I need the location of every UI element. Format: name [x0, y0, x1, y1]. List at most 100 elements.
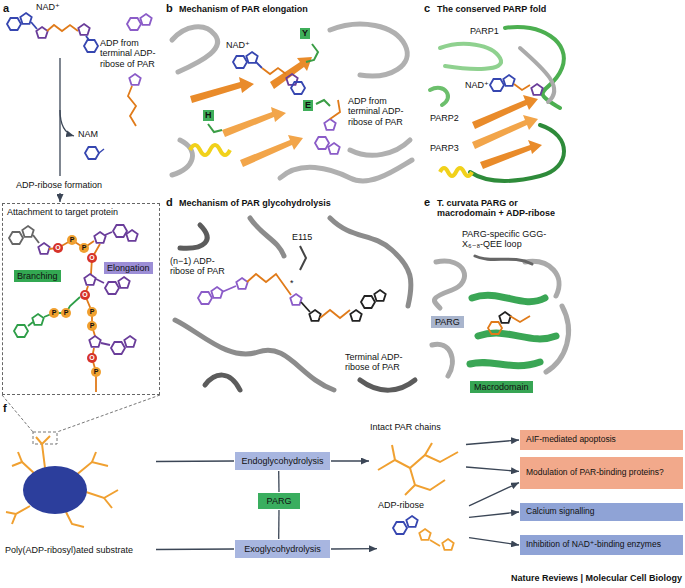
- outcome-box: Modulation of PAR-binding proteins?: [520, 457, 683, 489]
- ribbon: [250, 218, 284, 256]
- product-group: Intact PAR chains: [370, 422, 465, 497]
- ribbon: [520, 48, 554, 102]
- ligand: [488, 312, 530, 334]
- ribbon: [525, 261, 559, 296]
- branch: [378, 452, 458, 470]
- node-text: H: [205, 110, 212, 121]
- zoom-line: [57, 395, 160, 432]
- ring: [246, 52, 257, 63]
- ring: [129, 74, 140, 85]
- ring: [490, 79, 504, 91]
- ribbon: [205, 375, 240, 390]
- ring: [374, 290, 385, 301]
- helix: [440, 168, 472, 176]
- branch: [66, 512, 84, 527]
- ring: [140, 14, 151, 25]
- ribbon: [330, 218, 411, 306]
- annotation: PARP3: [430, 143, 459, 153]
- branch: [92, 452, 96, 462]
- branch: [410, 468, 445, 490]
- ring: [291, 82, 305, 94]
- phosphate-chain: [128, 86, 136, 126]
- ring: [419, 529, 430, 540]
- ribbon: [470, 362, 540, 366]
- ribbon: [175, 320, 334, 390]
- phosphate-chain: [47, 25, 78, 31]
- substrate-ellipse: [23, 466, 87, 514]
- branch: [18, 452, 22, 462]
- ring: [105, 282, 119, 294]
- residue-tag: Y: [300, 28, 310, 39]
- bond: [31, 22, 37, 29]
- bond: [96, 279, 104, 283]
- panel-letter: d: [166, 196, 173, 209]
- node-text: Intact PAR chains: [370, 422, 465, 432]
- bond: [222, 286, 236, 292]
- residue-sticks: [208, 44, 330, 132]
- flow-arrow: [466, 467, 519, 471]
- ring: [126, 230, 137, 241]
- branch: [12, 506, 30, 524]
- ring: [286, 74, 297, 85]
- ring: [78, 24, 89, 35]
- outcome-box: Calcium signalling: [520, 503, 683, 521]
- strand: [190, 77, 254, 103]
- node-text: PARG: [267, 496, 292, 506]
- bond: [430, 540, 440, 546]
- node-text: Inhibition of NAD⁺-binding enzymes: [526, 540, 661, 550]
- ribbon: [350, 140, 410, 155]
- strand: [240, 135, 303, 167]
- substrate-shape: [5, 445, 155, 555]
- annotation: NAD⁺: [36, 2, 60, 12]
- ribbon: [172, 27, 218, 72]
- ribbon: [434, 261, 464, 308]
- branch: [6, 512, 16, 514]
- residue-tag: E: [303, 100, 313, 111]
- bond: [301, 302, 310, 312]
- flow-arrow: [331, 548, 377, 550]
- ring: [361, 296, 375, 308]
- flow-arrow: [469, 512, 519, 517]
- node-text: ADP-ribose: [378, 500, 468, 510]
- strand: [480, 140, 542, 169]
- ring: [124, 336, 135, 347]
- ring: [22, 226, 33, 237]
- node-text: Calcium signalling: [526, 507, 595, 517]
- node-text: Y: [302, 28, 308, 39]
- ribbon: [440, 44, 501, 69]
- outcome-box: Inhibition of NAD⁺-binding enzymes: [520, 535, 683, 555]
- annotation: E115: [292, 232, 312, 242]
- atom-circle: P: [87, 321, 97, 331]
- node-text: Macrodomain: [474, 382, 529, 392]
- atom-circle: P: [87, 307, 97, 317]
- branch: [42, 436, 50, 444]
- ring: [118, 277, 129, 288]
- ring: [20, 13, 31, 24]
- node-text: Elongation: [107, 263, 150, 273]
- enzyme-box: PARG: [258, 493, 300, 509]
- ring: [393, 522, 407, 534]
- atom-circle: P: [67, 235, 77, 245]
- ring: [328, 143, 339, 154]
- branch: [104, 498, 112, 508]
- ring: [406, 516, 417, 527]
- ribbon: [472, 295, 545, 301]
- ribbon: [172, 140, 192, 175]
- ribbon: [360, 380, 415, 390]
- ring: [324, 119, 335, 130]
- ring: [14, 325, 28, 337]
- bond: [256, 62, 262, 68]
- annotation: PARG-specific GGG-X₆₋₈-QEE loop: [462, 229, 562, 250]
- ring: [32, 314, 43, 325]
- branch-chain: [44, 297, 80, 317]
- panel-title: Mechanism of PAR glycohydrolysis: [179, 198, 331, 208]
- node-text: Modulation of PAR-binding proteins?: [526, 468, 664, 478]
- bond: [33, 235, 39, 243]
- flow-arrow: [278, 510, 280, 539]
- process-box: Endoglycohydrolysis: [235, 452, 330, 470]
- branch: [12, 462, 35, 474]
- ring: [499, 312, 510, 323]
- par-branches: [6, 436, 118, 527]
